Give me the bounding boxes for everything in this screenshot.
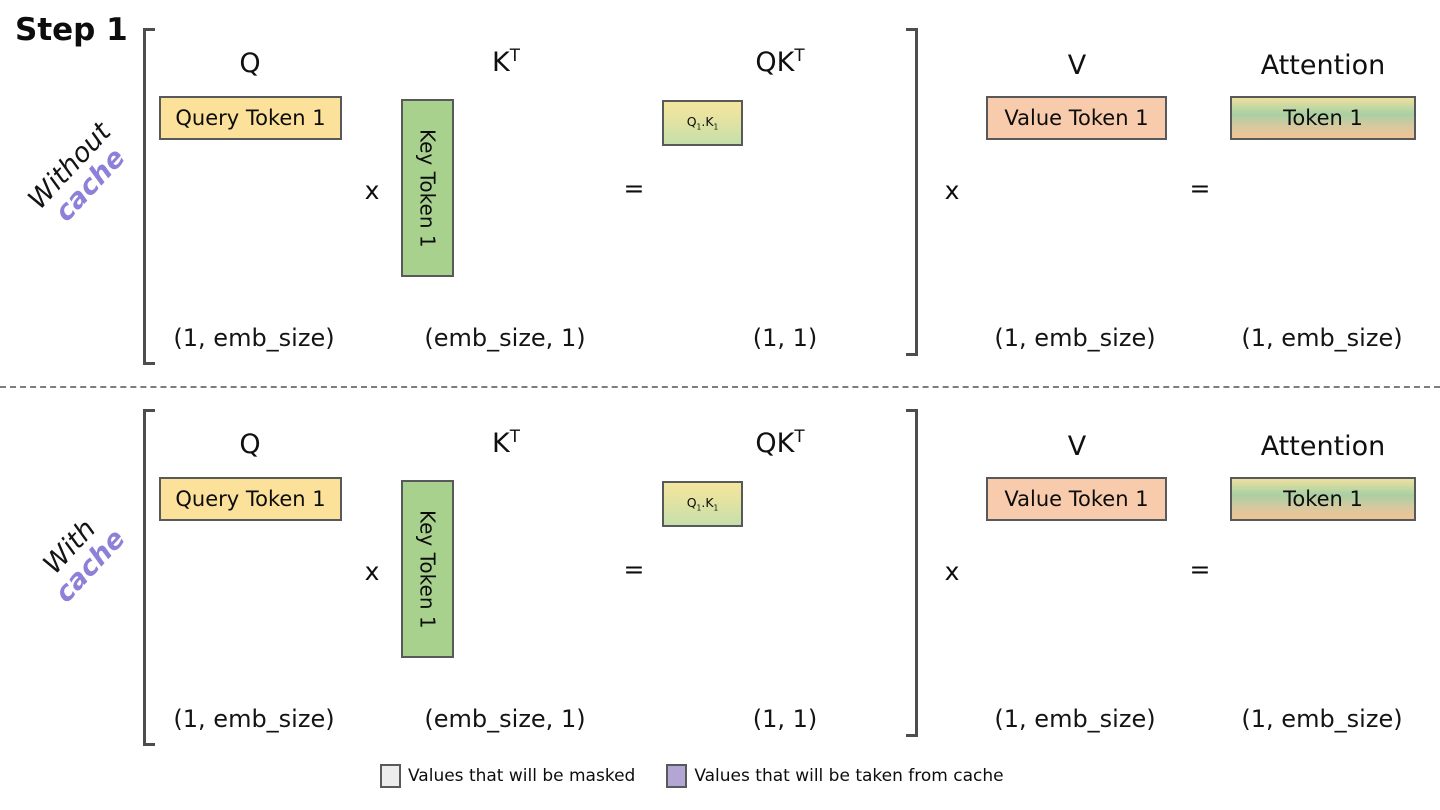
- equals-operator-qk: =: [623, 174, 645, 203]
- qk-k: K: [705, 114, 714, 130]
- attention-token-label: Token 1: [1283, 106, 1363, 130]
- attention-header: Attention: [1260, 50, 1386, 81]
- qk-k-subscript: 1: [713, 503, 719, 513]
- k-shape-label: (emb_size, 1): [424, 705, 586, 733]
- cache-values-swatch: [666, 764, 688, 788]
- step-title: Step 1: [15, 12, 128, 48]
- qk-header-base: QK: [755, 428, 795, 459]
- matrix-bracket-right: [906, 409, 918, 737]
- qk-dot: .: [701, 495, 706, 511]
- qk-product-label: Q1.K1: [687, 114, 719, 132]
- v-shape-label: (1, emb_size): [994, 324, 1156, 352]
- query-token-box: Query Token 1: [159, 96, 342, 140]
- qk-k: K: [705, 495, 714, 511]
- query-token-label: Query Token 1: [175, 106, 326, 130]
- k-transpose-header: KT: [446, 45, 566, 78]
- value-token-box: Value Token 1: [986, 96, 1167, 140]
- k-header-base: K: [492, 428, 510, 459]
- q-header: Q: [239, 429, 261, 460]
- qk-dot: .: [701, 114, 706, 130]
- qk-header-superscript: T: [794, 45, 805, 65]
- legend: Values that will be masked Values that w…: [380, 764, 1004, 788]
- k-shape-label: (emb_size, 1): [424, 324, 586, 352]
- matrix-bracket-right: [906, 28, 918, 356]
- value-token-box: Value Token 1: [986, 477, 1167, 521]
- masked-values-swatch: [380, 764, 401, 788]
- qk-k-subscript: 1: [713, 122, 719, 132]
- v-shape-label: (1, emb_size): [994, 705, 1156, 733]
- attention-token-box: Token 1: [1230, 96, 1416, 140]
- equals-operator-qk: =: [623, 555, 645, 584]
- attention-shape-label: (1, emb_size): [1241, 705, 1403, 733]
- qk-q: Q: [686, 495, 697, 511]
- qk-q-subscript: 1: [696, 503, 702, 513]
- attention-token-label: Token 1: [1283, 487, 1363, 511]
- qk-transpose-header: QKT: [700, 45, 860, 78]
- query-token-box: Query Token 1: [159, 477, 342, 521]
- q-header: Q: [239, 48, 261, 79]
- matrix-bracket-left: [143, 28, 155, 365]
- section-with-cache: With cache Q KT QKT V Attention Query To…: [0, 381, 1440, 801]
- k-header-superscript: T: [509, 45, 520, 65]
- attention-shape-label: (1, emb_size): [1241, 324, 1403, 352]
- qk-transpose-header: QKT: [700, 426, 860, 459]
- k-header-base: K: [492, 47, 510, 78]
- qk-product-box: Q1.K1: [662, 100, 743, 146]
- cache-values-label: Values that will be taken from cache: [694, 766, 1004, 786]
- v-header: V: [1067, 431, 1087, 462]
- attention-header: Attention: [1260, 431, 1386, 462]
- k-transpose-header: KT: [446, 426, 566, 459]
- row-label-with-cache: With cache: [2, 476, 158, 638]
- qk-shape-label: (1, 1): [752, 705, 818, 733]
- dashed-divider: [0, 386, 1440, 388]
- multiply-operator-qk: x: [364, 176, 380, 205]
- matrix-bracket-left: [143, 409, 155, 746]
- masked-values-label: Values that will be masked: [408, 766, 636, 786]
- key-token-box: Key Token 1: [401, 480, 454, 658]
- value-token-label: Value Token 1: [1004, 106, 1149, 130]
- query-token-label: Query Token 1: [175, 487, 326, 511]
- key-token-label: Key Token 1: [415, 128, 440, 248]
- section-without-cache: Without cache Q KT QKT V Attention Query…: [0, 0, 1440, 381]
- row-label-without-cache: Without cache: [2, 95, 158, 257]
- qk-product-box: Q1.K1: [662, 481, 743, 527]
- attention-token-box: Token 1: [1230, 477, 1416, 521]
- equals-operator-attention: =: [1189, 555, 1211, 584]
- key-token-label: Key Token 1: [415, 509, 440, 629]
- v-header: V: [1067, 50, 1087, 81]
- qk-product-label: Q1.K1: [687, 495, 719, 513]
- qk-shape-label: (1, 1): [752, 324, 818, 352]
- qk-q-subscript: 1: [696, 122, 702, 132]
- equals-operator-attention: =: [1189, 174, 1211, 203]
- qk-q: Q: [686, 114, 697, 130]
- k-header-superscript: T: [509, 426, 520, 446]
- multiply-operator-qk: x: [364, 557, 380, 586]
- value-token-label: Value Token 1: [1004, 487, 1149, 511]
- qk-header-base: QK: [755, 47, 795, 78]
- key-token-box: Key Token 1: [401, 99, 454, 277]
- multiply-operator-v: x: [944, 557, 960, 586]
- qk-header-superscript: T: [794, 426, 805, 446]
- multiply-operator-v: x: [944, 176, 960, 205]
- q-shape-label: (1, emb_size): [173, 705, 335, 733]
- q-shape-label: (1, emb_size): [173, 324, 335, 352]
